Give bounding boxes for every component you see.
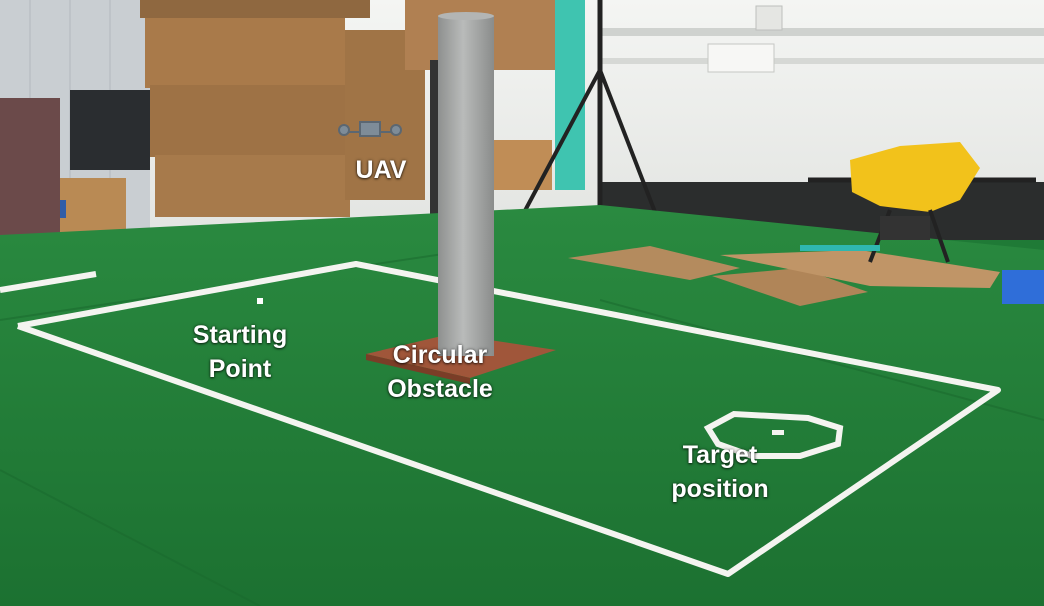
cardboard-boxes bbox=[0, 0, 555, 238]
uav-label: UAV bbox=[355, 156, 407, 184]
drone-with-cover bbox=[800, 142, 1036, 263]
uav-small bbox=[338, 121, 402, 137]
floor-cardboard bbox=[568, 246, 1044, 306]
target-position-label: Target position bbox=[671, 441, 769, 503]
starting-point-mark bbox=[257, 298, 263, 304]
lab-equipment bbox=[70, 0, 718, 238]
target-marker bbox=[703, 410, 844, 459]
circular-obstacle bbox=[366, 12, 556, 384]
circular-obstacle-label: Circular Obstacle bbox=[387, 341, 493, 403]
tape-boundary bbox=[0, 261, 1001, 577]
turf-floor bbox=[0, 205, 1044, 606]
starting-point-label: Starting Point bbox=[192, 321, 288, 383]
